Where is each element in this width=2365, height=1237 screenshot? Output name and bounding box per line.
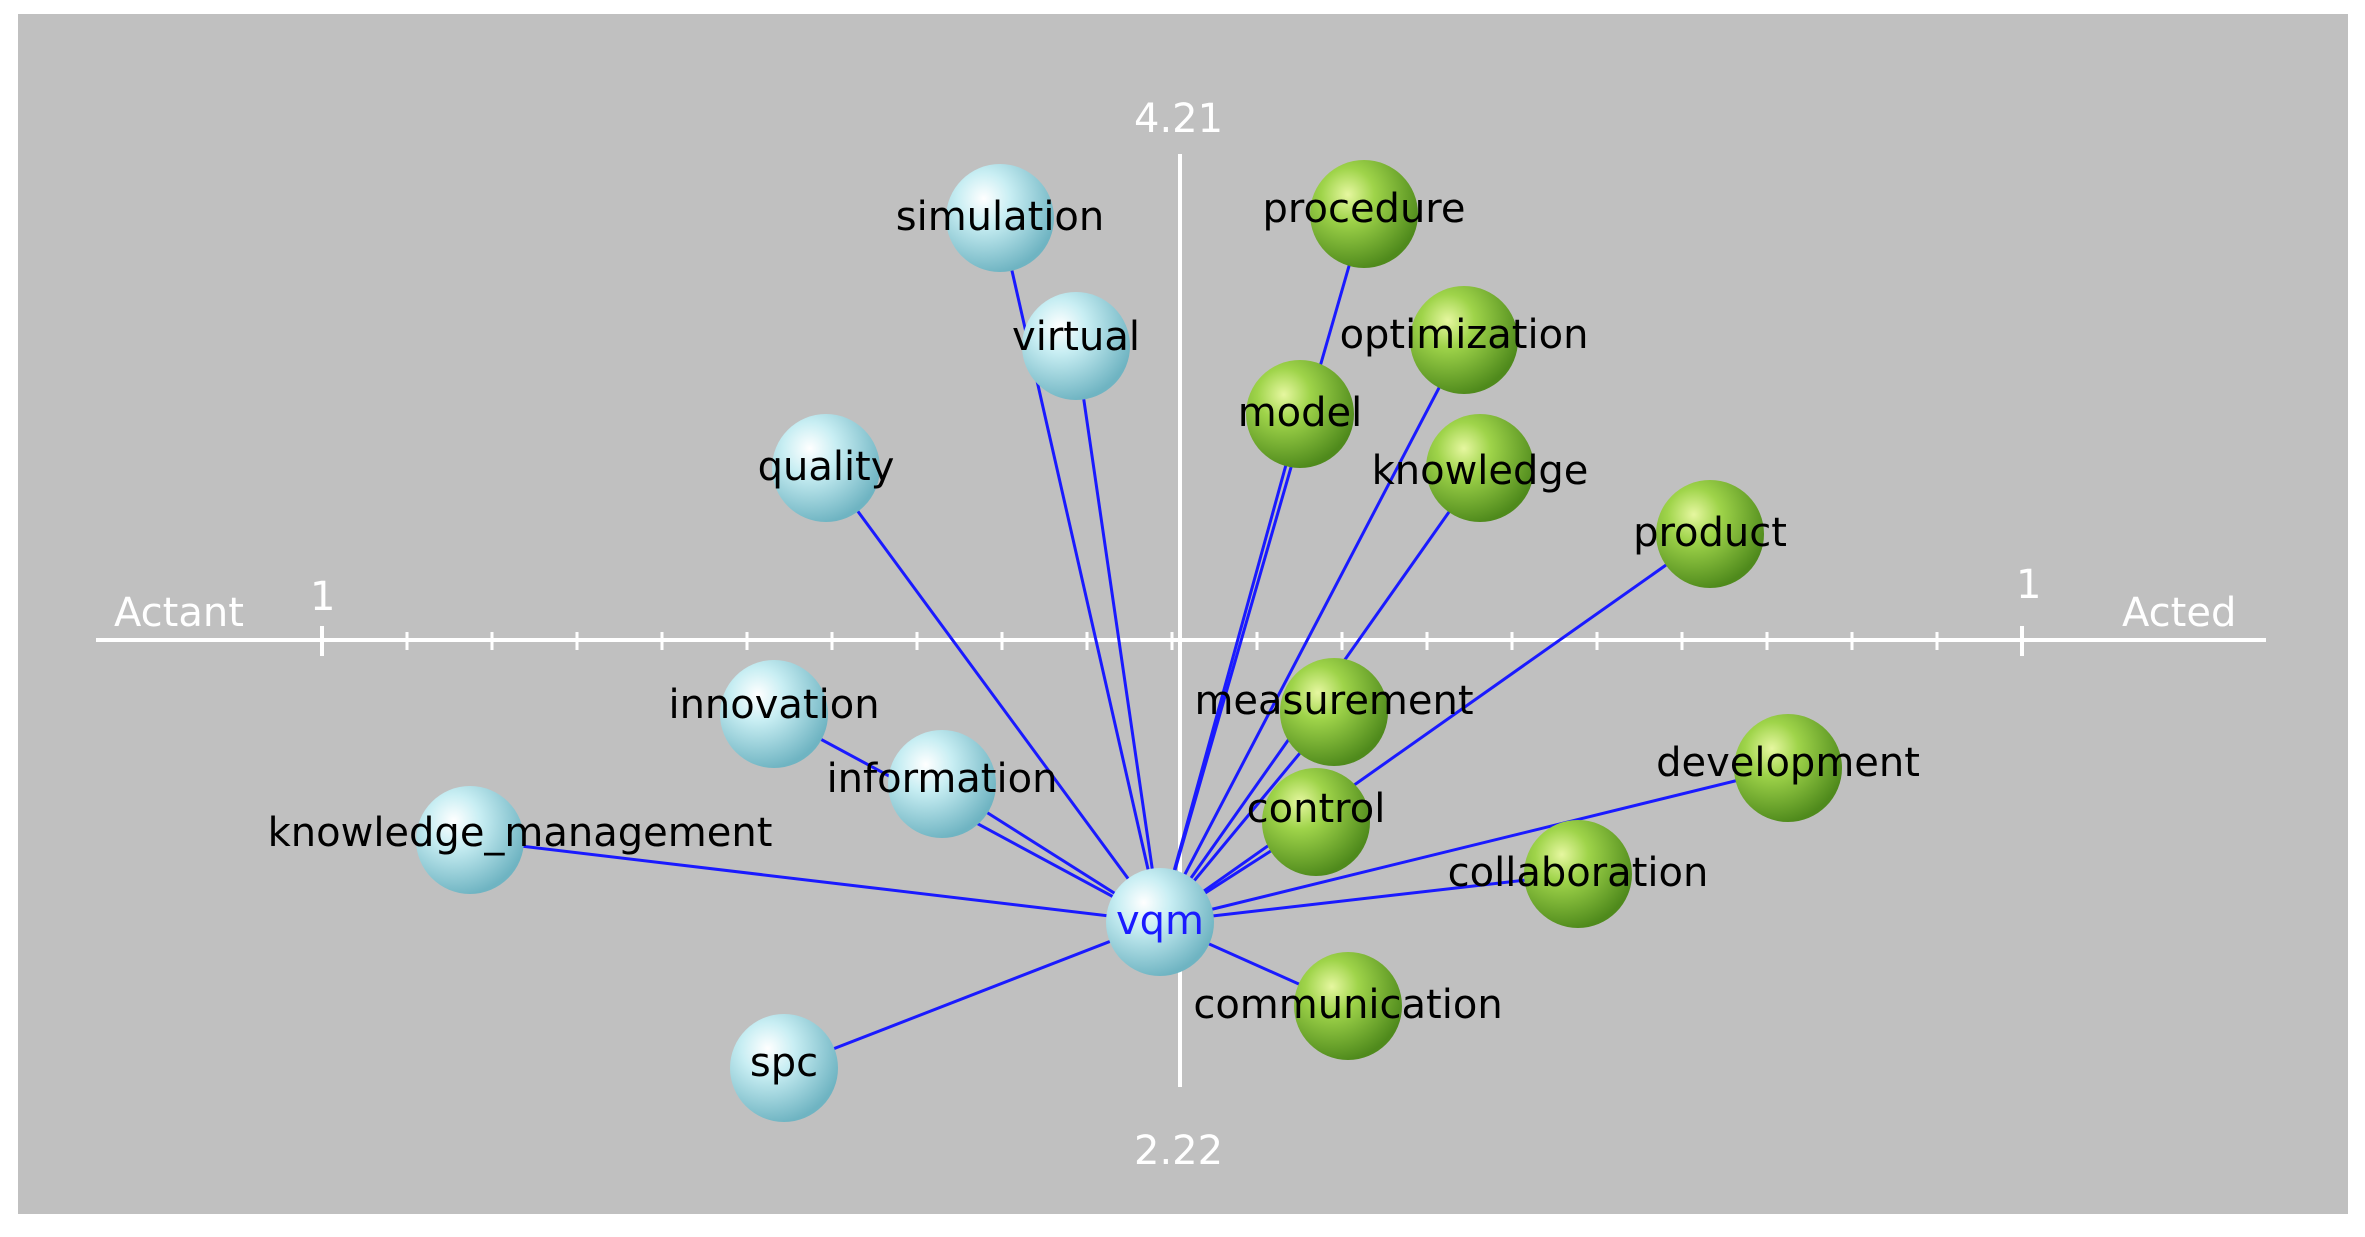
node-sphere[interactable] (1280, 658, 1388, 766)
node-quality[interactable]: quality (758, 414, 895, 522)
node-label: development (1656, 740, 1920, 786)
node-sphere[interactable] (1246, 360, 1354, 468)
axis-top-value: 4.21 (1134, 96, 1223, 142)
edge-vqm-product (1159, 532, 1711, 924)
node-label: spc (750, 1040, 818, 1086)
node-label: virtual (1012, 314, 1140, 360)
nodes: simulation virtual quality innovation inform… (268, 160, 1920, 1122)
node-sphere[interactable] (730, 1014, 838, 1122)
node-simulation[interactable]: simulation (896, 164, 1105, 272)
node-label: model (1238, 390, 1363, 436)
node-measurement[interactable]: measurement (1194, 658, 1474, 766)
node-label: information (827, 756, 1058, 802)
node-sphere[interactable] (720, 660, 828, 768)
node-sphere[interactable] (1310, 160, 1418, 268)
node-sphere[interactable] (1294, 952, 1402, 1060)
node-collaboration[interactable]: collaboration (1448, 820, 1709, 928)
axes: Actant Acted 4.21 2.22 1 1 (96, 96, 2266, 1174)
edge-vqm-knowledge_management (469, 838, 1161, 924)
axis-right-tick-label: 1 (2016, 562, 2041, 608)
node-sphere[interactable] (888, 730, 996, 838)
node-innovation[interactable]: innovation (668, 660, 880, 768)
node-information[interactable]: information (827, 730, 1058, 838)
node-sphere[interactable] (772, 414, 880, 522)
node-optimization[interactable]: optimization (1340, 286, 1589, 394)
node-product[interactable]: product (1633, 480, 1787, 588)
node-label: quality (758, 444, 895, 490)
chart-panel: Actant Acted 4.21 2.22 1 1 simulation vir… (18, 14, 2348, 1214)
node-label: innovation (668, 682, 879, 728)
node-sphere[interactable] (1106, 868, 1214, 976)
node-communication[interactable]: communication (1193, 952, 1503, 1060)
edge-vqm-model (1158, 413, 1302, 923)
axis-left-tick-label: 1 (310, 574, 335, 620)
node-sphere[interactable] (1022, 292, 1130, 400)
node-label: procedure (1263, 186, 1466, 232)
node-sphere[interactable] (1734, 714, 1842, 822)
node-sphere[interactable] (1426, 414, 1534, 522)
network-graph: Actant Acted 4.21 2.22 1 1 simulation vir… (96, 96, 2266, 1174)
edge-vqm-collaboration (1159, 872, 1579, 924)
node-procedure[interactable]: procedure (1263, 160, 1466, 268)
axis-bottom-value: 2.22 (1134, 1128, 1223, 1174)
edge-vqm-development (1159, 766, 1789, 924)
node-sphere[interactable] (1410, 286, 1518, 394)
node-label: knowledge_management (268, 810, 773, 856)
node-sphere[interactable] (1524, 820, 1632, 928)
node-vqm[interactable]: vqm (1106, 868, 1214, 976)
axis-ticks (320, 626, 2024, 656)
node-label: product (1633, 510, 1787, 556)
node-development[interactable]: development (1656, 714, 1920, 822)
node-sphere[interactable] (946, 164, 1054, 272)
node-label: measurement (1194, 678, 1473, 724)
node-spc[interactable]: spc (730, 1014, 838, 1122)
center-node-label: vqm (1116, 898, 1204, 944)
node-sphere[interactable] (1262, 768, 1370, 876)
axis-label-acted: Acted (2122, 590, 2236, 636)
node-label: communication (1193, 982, 1502, 1028)
node-model[interactable]: model (1238, 360, 1363, 468)
edge-vqm-optimization (1158, 339, 1466, 923)
node-sphere[interactable] (416, 786, 524, 894)
node-label: control (1247, 786, 1386, 832)
edge-vqm-virtual (1074, 345, 1162, 923)
node-sphere[interactable] (1656, 480, 1764, 588)
node-label: simulation (896, 194, 1105, 240)
node-label: collaboration (1448, 850, 1709, 896)
node-label: knowledge (1372, 448, 1589, 494)
node-knowledge_management[interactable]: knowledge_management (268, 786, 773, 894)
axis-label-actant: Actant (114, 590, 244, 636)
node-control[interactable]: control (1247, 768, 1386, 876)
edge-vqm-spc (783, 920, 1161, 1070)
node-label: optimization (1340, 312, 1589, 358)
node-virtual[interactable]: virtual (1012, 292, 1140, 400)
node-knowledge[interactable]: knowledge (1372, 414, 1589, 522)
edge-vqm-quality (824, 467, 1162, 923)
